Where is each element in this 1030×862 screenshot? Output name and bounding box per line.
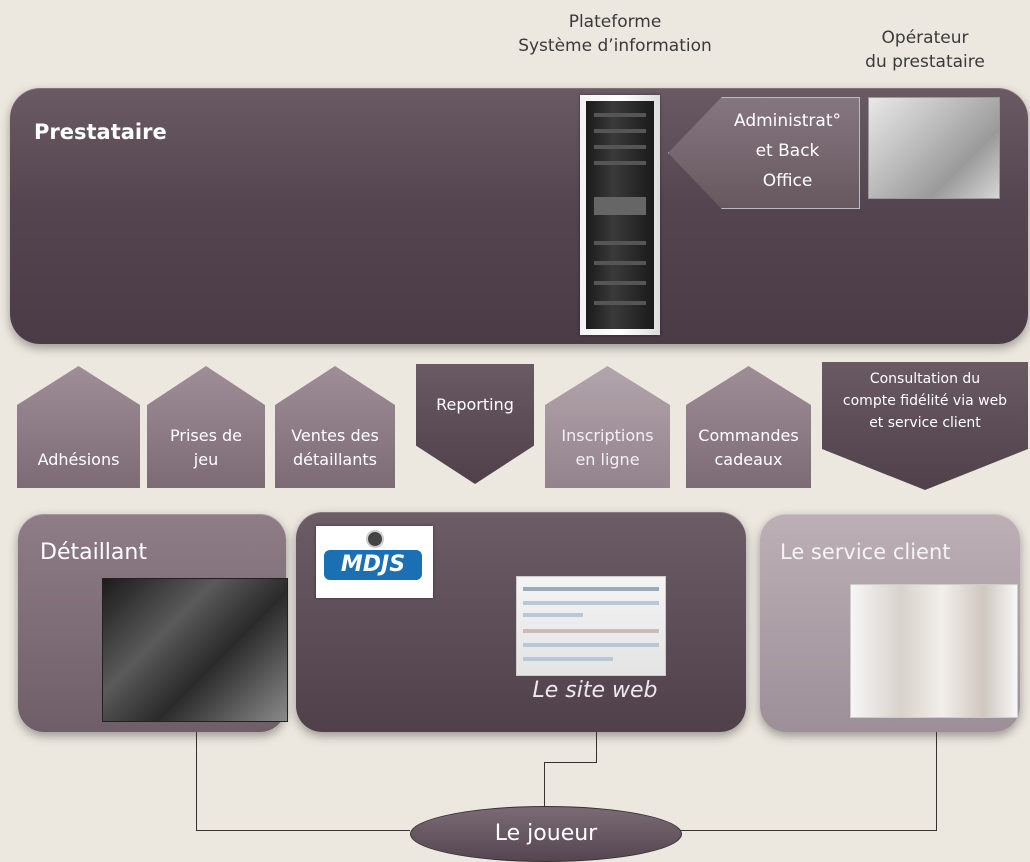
flow-label: Reporting (436, 395, 514, 414)
retailer-photo (102, 578, 288, 722)
operator-label: Opérateur du prestataire (830, 26, 1020, 74)
service-client-photo (850, 584, 1018, 718)
prestataire-title: Prestataire (34, 120, 167, 144)
admin-label-line2: et Back (755, 141, 820, 161)
flow-adhesions: Adhésions (17, 366, 140, 488)
mdjs-logo: MDJS (316, 526, 433, 598)
admin-backoffice-label: Administrat° et Back Office (720, 106, 855, 196)
platform-label: Plateforme Système d’information (480, 10, 750, 58)
flow-label: Inscriptions (561, 426, 654, 445)
flow-label: détaillants (293, 450, 377, 469)
flow-label: Prises de (170, 426, 242, 445)
logo-text: MDJS (324, 550, 422, 580)
flow-label: jeu (193, 450, 219, 469)
site-web-label: Le site web (532, 678, 658, 703)
server-body (586, 101, 654, 329)
platform-label-line1: Plateforme (568, 12, 662, 32)
flow-label: Consultation du (869, 371, 981, 387)
connector-left-v (196, 732, 197, 830)
server-icon (580, 95, 660, 335)
operator-label-line1: Opérateur (881, 28, 969, 48)
flow-consultation: Consultation du compte fidélité via web et… (822, 362, 1028, 490)
connector-mid-v1 (596, 732, 597, 762)
logo-eye-icon (366, 530, 384, 548)
connector-right-h (680, 830, 937, 831)
flow-prises-de-jeu: Prises de jeu (147, 366, 265, 488)
connector-right-v (936, 732, 937, 830)
service-client-title: Le service client (780, 540, 951, 564)
admin-label-line1: Administrat° (734, 111, 841, 131)
flow-label: cadeaux (714, 450, 783, 469)
flow-reporting: Reporting (416, 364, 534, 484)
flow-label: Adhésions (37, 450, 120, 469)
flow-label: Ventes des (291, 426, 379, 445)
connector-left-h (196, 830, 410, 831)
flow-commandes-cadeaux: Commandes cadeaux (686, 366, 811, 488)
flow-label: compte fidélité via web (842, 393, 1008, 409)
player-ellipse: Le joueur (410, 806, 682, 862)
website-screenshot (516, 576, 666, 676)
admin-label-line3: Office (762, 171, 813, 191)
platform-label-line2: Système d’information (518, 36, 712, 56)
operator-photo (868, 97, 1000, 199)
connector-mid-v2 (544, 762, 545, 806)
flow-ventes-detaillants: Ventes des détaillants (275, 366, 395, 488)
flow-label: Commandes (698, 426, 799, 445)
flow-label: et service client (869, 415, 981, 431)
detaillant-title: Détaillant (40, 540, 147, 565)
flow-inscriptions: Inscriptions en ligne (545, 366, 670, 488)
flow-label: en ligne (575, 450, 640, 469)
connector-mid-h (544, 762, 597, 763)
operator-label-line2: du prestataire (865, 52, 985, 72)
